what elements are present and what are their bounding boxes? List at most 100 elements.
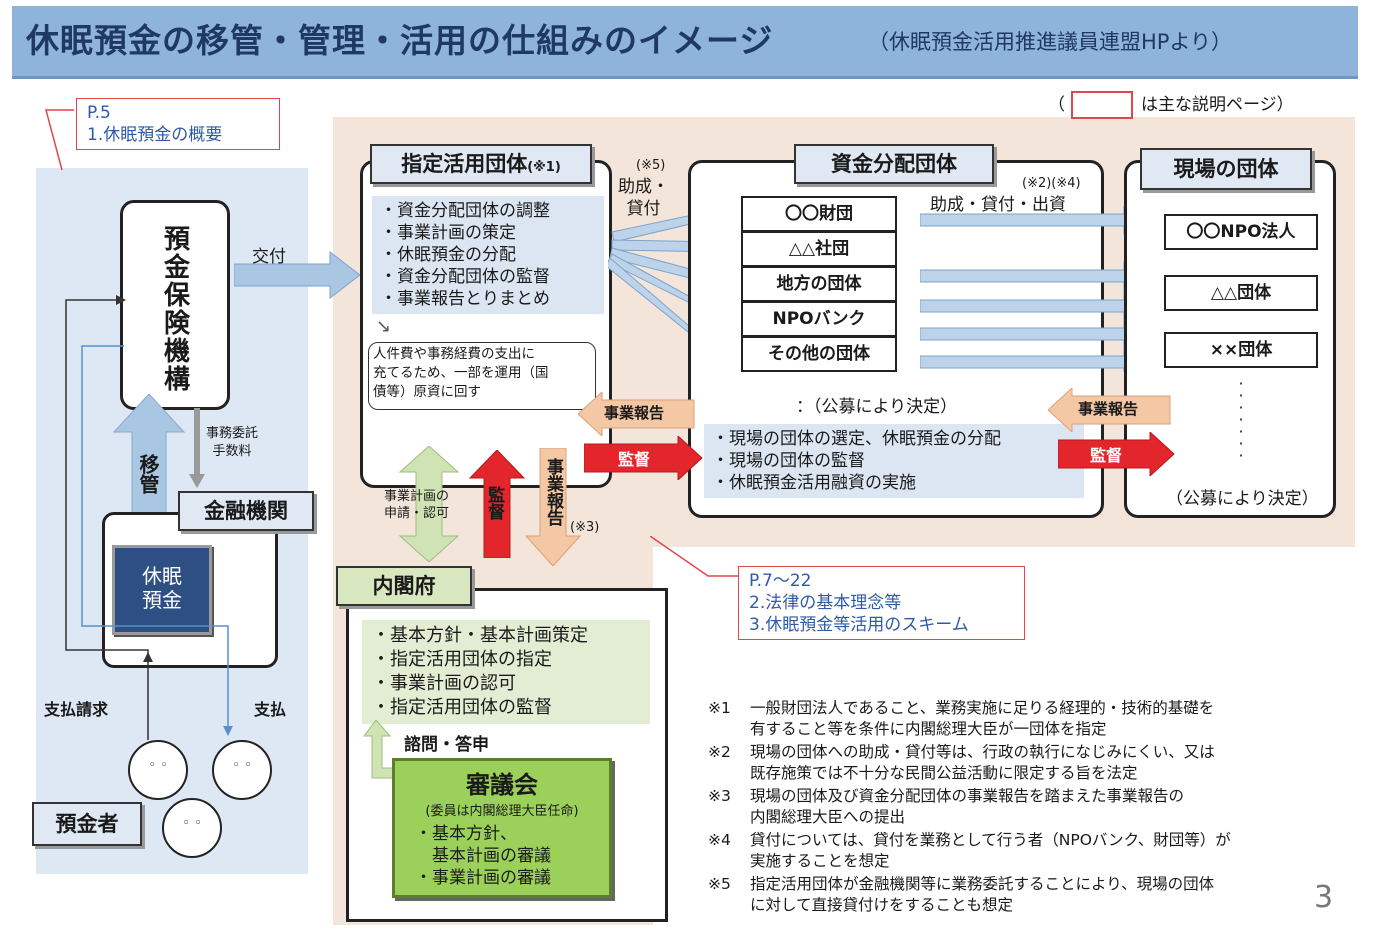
fee-label: 事務委託 手数料 xyxy=(206,426,259,459)
report-arrow-icon xyxy=(578,392,695,436)
duty-item: ・資金分配団体の監督 xyxy=(380,267,550,287)
footnote-text: 現場の団体及び資金分配団体の事業報告を踏まえた事業報告の 内閣総理大臣への提出 xyxy=(750,787,1185,826)
ref-p7-item1: 2.法律の基本理念等 xyxy=(749,593,902,613)
fund-org: NPOバンク xyxy=(741,301,897,337)
legend: （ は主な説明ページ） xyxy=(1048,90,1294,119)
transfer-arrow-icon xyxy=(112,394,186,546)
legend-box-icon xyxy=(1071,91,1133,119)
ref-p7-page: P.7～22 xyxy=(749,571,812,591)
report-down-arrow-icon xyxy=(524,448,582,566)
footnote: ※5 指定活用団体が金融機関等に業務委託することにより、現場の団体 に対して直接… xyxy=(708,874,1328,916)
legend-text: は主な説明ページ） xyxy=(1141,95,1294,115)
depositor-face-icon: ◦ ◦ xyxy=(128,740,188,800)
duty-item: ・事業計画の策定 xyxy=(380,223,516,243)
footnote-text: 一般財団法人であること、業務実施に足りる経理的・技術的基礎を 有すること等を条件… xyxy=(750,699,1215,738)
bank-header: 金融機関 xyxy=(178,491,314,531)
vertical-dots-icon: ······· xyxy=(1238,374,1244,465)
footnote-text: 現場の団体への助成・貸付等は、行政の執行になじみにくい、又は 既存施策では不十分… xyxy=(750,743,1215,782)
council-title: 審議会 xyxy=(466,771,538,799)
report-v-mark: (※3) xyxy=(570,520,600,535)
fund-org: △△社団 xyxy=(741,231,897,267)
footnote: ※1 一般財団法人であること、業務実施に足りる経理的・技術的基礎を 有すること等… xyxy=(708,698,1328,740)
consult-label: 諮問・答申 xyxy=(404,735,489,755)
supervise-label: 監督 xyxy=(618,450,651,469)
deposit-insurance-box: 預金保険機構 xyxy=(120,200,230,410)
supervise-v-label: 監督 xyxy=(484,486,504,520)
cabinet-duty-item: ・指定活用団体の指定 xyxy=(372,649,552,670)
ref-p7-item2: 3.休眠預金等活用のスキーム xyxy=(749,615,969,635)
duty-item: ・事業報告とりまとめ xyxy=(380,289,550,309)
ref-p7: P.7～22 2.法律の基本理念等 3.休眠預金等活用のスキーム xyxy=(738,566,1025,640)
designated-org-duties: ・資金分配団体の調整 ・事業計画の策定 ・休眠預金の分配 ・資金分配団体の監督 … xyxy=(372,196,604,314)
field-org: 〇〇NPO法人 xyxy=(1164,214,1318,250)
plan-arrow-icon xyxy=(398,446,460,562)
footnote-text: 貸付については、貸付を業務として行う者（NPOバンク、財団等）が 実施することを… xyxy=(750,831,1231,870)
report-label: 事業報告 xyxy=(1078,400,1139,418)
ref-p5-item: 1.休眠預金の概要 xyxy=(87,125,223,145)
footnote: ※2 現場の団体への助成・貸付等は、行政の執行になじみにくい、又は 既存施策では… xyxy=(708,742,1328,784)
ref-p7-pointer xyxy=(650,536,740,577)
council-box: 審議会 (委員は内閣総理大臣任命) ・基本方針、 基本計画の審議 ・事業計画の審… xyxy=(392,758,612,898)
fund-flow-arrows-icon xyxy=(920,206,1152,372)
designated-org-note-mark: (※1) xyxy=(527,160,561,175)
supervise-arrow-icon xyxy=(584,436,703,480)
page-number: 3 xyxy=(1314,880,1334,915)
report-label: 事業報告 xyxy=(604,404,665,422)
footnote: ※4 貸付については、貸付を業務として行う者（NPOバンク、財団等）が 実施する… xyxy=(708,830,1328,872)
cost-note: 人件費や事務経費の支出に 充てるため、一部を運用（国 債等）原資に回す xyxy=(368,342,596,410)
council-sub: (委員は内閣総理大臣任命) xyxy=(425,804,579,819)
report-v-label: 事業報告 xyxy=(543,458,563,526)
cabinet-header: 内閣府 xyxy=(336,566,472,606)
depositor-header: 預金者 xyxy=(32,802,142,846)
footnote-mark: ※2 xyxy=(708,743,731,761)
fund-dist-header: 資金分配団体 xyxy=(794,144,994,184)
fund-duty-item: ・休眠預金活用融資の実施 xyxy=(712,473,916,493)
cabinet-duty-item: ・事業計画の認可 xyxy=(372,673,516,694)
fund-flow-label: 助成・貸付・出資 xyxy=(930,195,1066,215)
transfer-label: 移管 xyxy=(136,454,160,494)
claim-label: 支払請求 xyxy=(44,700,109,719)
designated-org-header: 指定活用団体(※1) xyxy=(370,144,592,184)
cabinet-duties: ・基本方針・基本計画策定 ・指定活用団体の指定 ・事業計画の認可 ・指定活用団体… xyxy=(362,620,650,724)
field-decided: （公募により決定） xyxy=(1166,489,1319,509)
cabinet-duty-item: ・指定活用団体の監督 xyxy=(372,697,552,718)
footnote-text: 指定活用団体が金融機関等に業務委託することにより、現場の団体 に対して直接貸付け… xyxy=(750,875,1215,914)
council-item: ・事業計画の審議 xyxy=(415,868,551,888)
depositor-face-icon: ◦ ◦ xyxy=(162,798,222,858)
aid-label: 助成・ 貸付 xyxy=(618,177,669,219)
depositor-face-icon: ◦ ◦ xyxy=(212,740,272,800)
fund-flow-mark: (※2)(※4) xyxy=(1022,176,1081,191)
dormant-deposit-label: 休眠 預金 xyxy=(142,564,182,612)
fund-decided: ：（公募により決定） xyxy=(796,397,958,417)
footnote-mark: ※5 xyxy=(708,875,731,893)
grant-label: 交付 xyxy=(252,247,286,267)
down-right-arrow-icon: ↘ xyxy=(376,316,392,337)
payment-flow-lines xyxy=(65,295,233,740)
supervise-label: 監督 xyxy=(1090,446,1123,465)
footnote: ※3 現場の団体及び資金分配団体の事業報告を踏まえた事業報告の 内閣総理大臣への… xyxy=(708,786,1328,828)
fund-dist-duties: ・現場の団体の選定、休眠預金の分配 ・現場の団体の監督 ・休眠預金活用融資の実施 xyxy=(704,424,1084,498)
field-org: ××団体 xyxy=(1164,332,1318,368)
footnotes: ※1 一般財団法人であること、業務実施に足りる経理的・技術的基礎を 有すること等… xyxy=(708,698,1328,916)
footnote-mark: ※3 xyxy=(708,787,731,805)
ref-p5-page: P.5 xyxy=(87,103,111,123)
duty-item: ・休眠預金の分配 xyxy=(380,245,516,265)
legend-open: （ xyxy=(1048,95,1065,115)
aid-mark: (※5) xyxy=(636,158,666,173)
fee-arrow-icon xyxy=(189,408,205,488)
page-title: 休眠預金の移管・管理・活用の仕組みのイメージ xyxy=(26,21,774,60)
duty-item: ・資金分配団体の調整 xyxy=(380,201,550,221)
footnote-mark: ※1 xyxy=(708,699,731,717)
fund-org: 地方の団体 xyxy=(741,266,897,302)
fund-org: その他の団体 xyxy=(741,336,897,372)
ref-p5-pointer xyxy=(45,109,74,171)
deposit-insurance-label: 預金保険機構 xyxy=(159,225,190,393)
ref-p5: P.5 1.休眠預金の概要 xyxy=(76,98,280,150)
report-arrow-icon xyxy=(1048,388,1171,432)
fund-duty-item: ・現場の団体の選定、休眠預金の分配 xyxy=(712,429,1001,449)
fund-org: 〇〇財団 xyxy=(741,196,897,232)
designated-org-title: 指定活用団体 xyxy=(401,152,528,176)
cabinet-duty-item: ・基本方針・基本計画策定 xyxy=(372,625,588,646)
field-org: △△団体 xyxy=(1164,275,1318,311)
page-source: （休眠預金活用推進議員連盟HPより） xyxy=(868,30,1233,54)
